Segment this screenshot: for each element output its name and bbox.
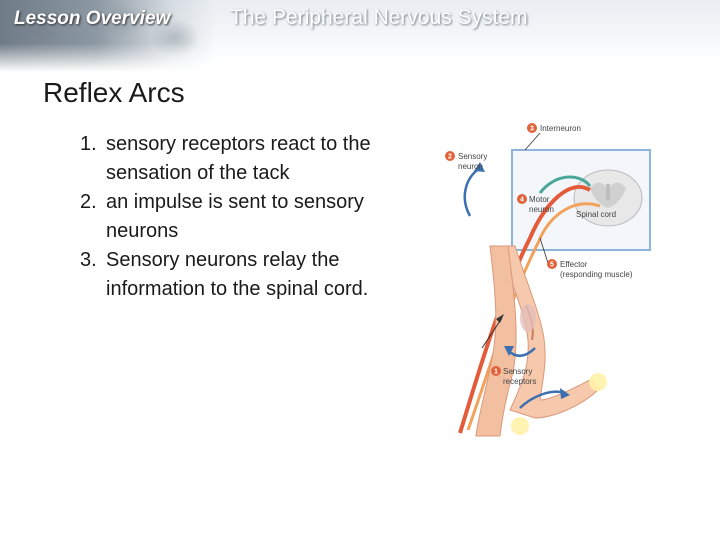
label-text: neuron <box>458 162 483 171</box>
interneuron-path <box>538 175 592 194</box>
label-effector: 5 Effector (responding muscle) <box>547 259 633 279</box>
header-photo <box>0 0 215 72</box>
movement-arrows <box>463 162 570 409</box>
label-text: Sensory <box>458 152 487 161</box>
header-bar: Lesson Overview The Peripheral Nervous S… <box>0 0 720 72</box>
label-text: Motor <box>529 195 550 204</box>
slide-subtitle: The Peripheral Nervous System <box>230 6 528 29</box>
item-number: 3. <box>80 249 97 271</box>
label-text: Sensory <box>503 367 532 376</box>
label-text: receptors <box>503 377 536 386</box>
item-number: 2. <box>80 191 97 213</box>
label-spinal-cord: Spinal cord <box>576 210 616 219</box>
list-item: 1. sensory receptors react to the sensat… <box>80 130 380 188</box>
label-number: 1 <box>494 369 498 376</box>
spinal-cord-shape <box>573 169 643 227</box>
label-text: Effector <box>560 260 588 269</box>
label-interneuron: 3 Interneuron <box>527 123 581 133</box>
item-text: sensory receptors react to the sensation… <box>106 133 371 184</box>
label-number: 4 <box>520 197 524 204</box>
label-sensory-receptors: 1 Sensory receptors <box>491 366 536 386</box>
label-sensory-neuron: 2 Sensory neuron <box>445 151 487 171</box>
item-text: Sensory neurons relay the information to… <box>106 249 369 300</box>
label-number: 3 <box>530 126 534 133</box>
item-text: an impulse is sent to sensory neurons <box>106 191 364 242</box>
sensory-nerve-path <box>458 185 592 434</box>
label-number: 5 <box>550 262 554 269</box>
item-number: 1. <box>80 133 97 155</box>
list-item: 3. Sensory neurons relay the information… <box>80 246 380 304</box>
leg-illustration <box>475 245 607 437</box>
motor-nerve-path <box>466 202 601 431</box>
label-text: Spinal cord <box>576 210 616 219</box>
label-text: neuron <box>529 205 554 214</box>
lesson-overview-label: Lesson Overview <box>14 8 171 29</box>
label-text: (responding muscle) <box>560 270 633 279</box>
steps-list: 1. sensory receptors react to the sensat… <box>80 130 380 304</box>
label-text: Interneuron <box>540 124 581 133</box>
list-item: 2. an impulse is sent to sensory neurons <box>80 188 380 246</box>
reflex-arc-figure: 3 Interneuron 2 Sensory neuron 4 Motor n… <box>445 123 651 437</box>
label-motor-neuron: 4 Motor neuron <box>517 194 554 214</box>
slide-title: Reflex Arcs <box>43 77 185 108</box>
label-number: 2 <box>448 154 452 161</box>
